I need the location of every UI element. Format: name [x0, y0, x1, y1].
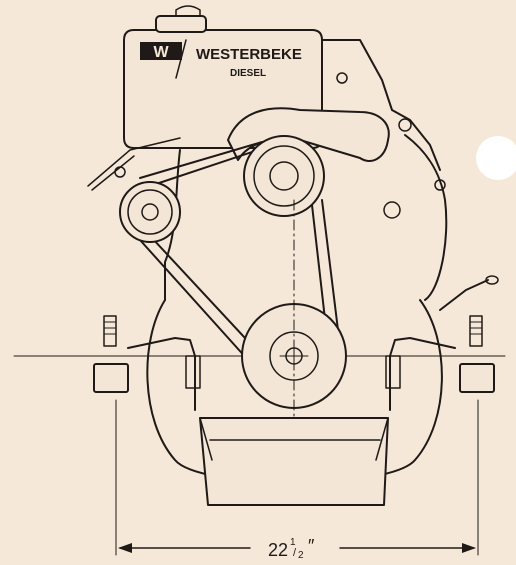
belt-right-b [311, 204, 327, 329]
belt-left-b [151, 237, 259, 353]
dimension-unit: ″ [308, 536, 315, 556]
filler-cap-top [175, 5, 201, 17]
head-bolt-1 [336, 72, 348, 84]
logo-box [140, 42, 182, 60]
block-plug [383, 201, 401, 219]
block-right-edge [404, 134, 448, 301]
logo-letter: W [153, 44, 169, 61]
dipstick [439, 279, 489, 311]
right-flex-mount [459, 315, 495, 393]
water-pump-pulley [243, 135, 325, 217]
belt-left-a [139, 239, 249, 361]
belt-upper-b [149, 149, 259, 187]
dimension-fraction-denominator: 2 [298, 550, 304, 561]
alternator-pulley [119, 181, 181, 243]
dimension-fraction-numerator: 1 [290, 537, 296, 548]
dipstick-ring [485, 275, 499, 285]
belt-upper-a [139, 141, 263, 179]
cylinder-head-outline [319, 39, 441, 171]
left-mount-pad [185, 355, 201, 389]
brand-name: WESTERBEKE [196, 46, 302, 63]
right-mount-bracket [389, 337, 456, 411]
overall-width-dimension: 22 1 / 2 ″ [268, 536, 315, 561]
right-mount-pad [385, 355, 401, 389]
dimension-whole: 22 [268, 540, 288, 560]
alternator-bracket-2 [91, 155, 135, 191]
filler-cap [155, 15, 207, 33]
logo-slash [175, 39, 187, 79]
dimension-fraction-slash: / [293, 547, 297, 559]
dimension-arrow-right [462, 543, 476, 553]
binder-hole [476, 136, 516, 180]
dimension-arrow-left [118, 543, 132, 553]
belt-right-a [321, 199, 339, 331]
brand-logo: W WESTERBEKE DIESEL [140, 39, 302, 79]
head-bolt-2 [398, 118, 412, 132]
brand-subtitle: DIESEL [230, 68, 266, 79]
left-mount-bracket [127, 337, 196, 411]
alternator-bracket [87, 137, 181, 187]
block-bolt [434, 179, 446, 191]
bracket-bolt [114, 166, 126, 178]
left-flex-mount [93, 315, 129, 393]
oil-pan [199, 417, 389, 506]
